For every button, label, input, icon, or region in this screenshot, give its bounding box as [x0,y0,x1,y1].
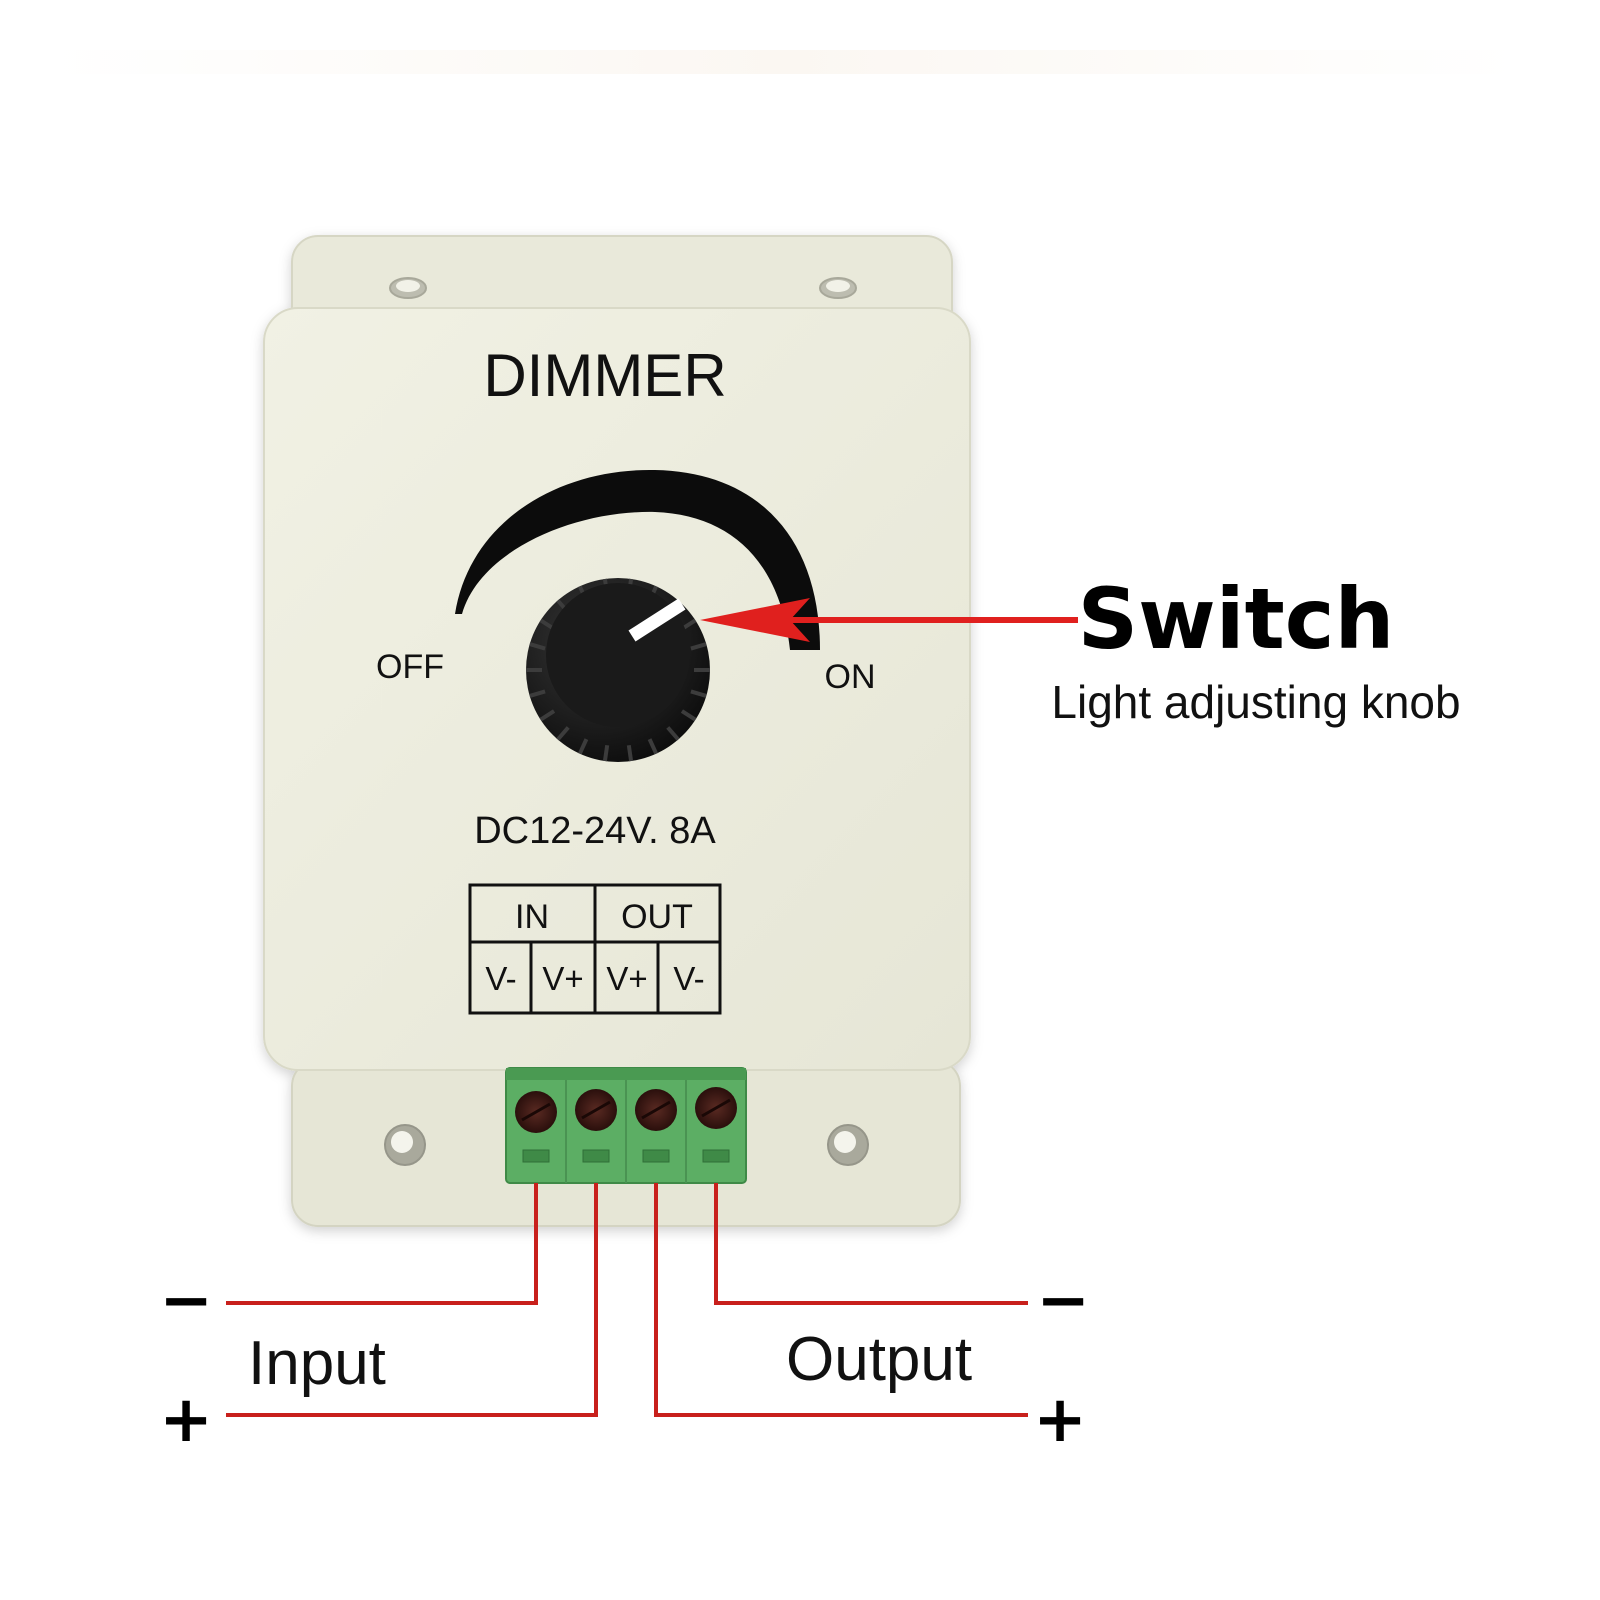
terminal-screw-3-slot [641,1100,671,1120]
terminal-screw-3[interactable] [635,1089,677,1163]
output-negative-wire [714,1183,1028,1305]
input-plus-sign: + [159,1383,213,1457]
callout-subtitle: Light adjusting knob [1051,676,1460,728]
input-positive-wire [226,1183,598,1417]
terminal-group-out: OUT [621,898,693,936]
knob-grip-ridge [680,709,697,722]
terminal-group-in: IN [515,898,549,936]
output-label: Output [786,1325,972,1394]
terminal-pin-1: V- [485,960,516,997]
terminal-block [505,1067,747,1184]
terminal-screw-1[interactable] [515,1091,557,1163]
terminal-socket-4 [702,1149,730,1163]
knob-grip-ridge [626,744,634,762]
terminal-screw-4[interactable] [695,1087,737,1163]
terminal-pin-2: V+ [542,960,583,997]
mounting-hole-bottom-right-inner [834,1131,856,1153]
wires [226,1183,1028,1417]
output-minus-sign: − [1036,1264,1090,1338]
terminal-pin-3: V+ [606,960,647,997]
terminal-screw-4-slot [701,1098,731,1118]
input-negative-wire [226,1183,538,1305]
terminal-label-table: IN OUT V- V+ V+ V- [468,883,722,1015]
switch-callout-arrow [700,598,1078,642]
dial-range-arc [455,469,820,650]
output-positive-wire [654,1183,1028,1417]
knob-grip-ridge [602,744,610,762]
terminal-block-top-edge [506,1068,746,1080]
dial-on-label: ON [825,658,876,696]
terminal-socket-1 [522,1149,550,1163]
callout-arrowhead [700,598,810,642]
top-band [50,50,1520,74]
mounting-holes [384,277,869,1166]
knob-indicator [628,598,686,642]
mounting-hole-top-left-inner [396,280,420,292]
terminal-screw-2-slot [581,1100,611,1120]
knob-grip-ridge [577,738,589,755]
terminal-screw-1-slot [521,1102,551,1122]
mounting-hole-top-right-inner [826,280,850,292]
dial-off-label: OFF [376,648,444,686]
terminal-socket-2 [582,1149,610,1163]
input-label: Input [248,1329,386,1398]
terminal-socket-3 [642,1149,670,1163]
light-adjusting-knob[interactable] [526,578,710,762]
knob-grip-ridge [529,642,546,651]
knob-grip-ridge [666,726,680,741]
knob-grip-ridge [690,689,707,698]
input-minus-sign: − [159,1264,213,1338]
callout-title: Switch [1078,570,1395,668]
knob-grip-ridge [529,689,546,698]
device-rating: DC12-24V. 8A [474,810,716,852]
knob-cap [546,583,690,727]
device-title: DIMMER [483,342,726,409]
output-plus-sign: + [1033,1383,1087,1457]
knob-grip-ridge [556,726,570,741]
knob-grip-ridge [690,642,707,651]
mounting-hole-bottom-left-inner [391,1131,413,1153]
knob-grip-ridge [647,738,659,755]
terminal-pin-4: V- [673,960,704,997]
terminal-screw-2[interactable] [575,1089,617,1163]
knob-grips [526,578,710,762]
knob-grip-ridge [539,709,556,722]
